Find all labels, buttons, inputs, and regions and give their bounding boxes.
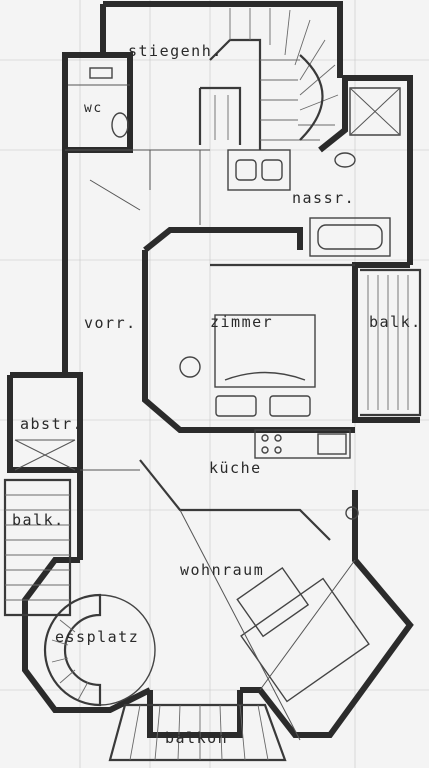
room-label-balkon-left: balk. [12, 511, 65, 529]
room-label-zimmer: zimmer [210, 313, 273, 331]
room-label-wohnraum: wohnraum [180, 561, 264, 579]
room-label-essplatz: essplatz [55, 628, 139, 646]
bathroom-fittings [227, 87, 401, 257]
balcony-left [3, 478, 72, 617]
room-label-kueche: küche [209, 459, 262, 477]
room-label-nassraum: nassr. [292, 189, 355, 207]
abstellraum-block [14, 439, 76, 471]
kitchen-block [139, 429, 359, 541]
outer-walls [7, 55, 420, 738]
room-label-vorraum: vorr. [84, 314, 137, 332]
room-label-stiegenhaus: stiegenh. [128, 42, 223, 60]
balcony-bottom [108, 703, 287, 762]
room-label-balkon-right: balk. [369, 313, 422, 331]
room-label-abstellraum: abstr. [20, 415, 83, 433]
stairwell [100, 1, 413, 265]
room-label-balkon-bottom: balkon [165, 729, 228, 747]
essplatz-block [43, 593, 156, 707]
wohnraum-furniture [179, 509, 370, 741]
balcony-right [360, 268, 422, 417]
interior-lines [65, 149, 210, 471]
room-label-wc: wc [84, 101, 103, 116]
